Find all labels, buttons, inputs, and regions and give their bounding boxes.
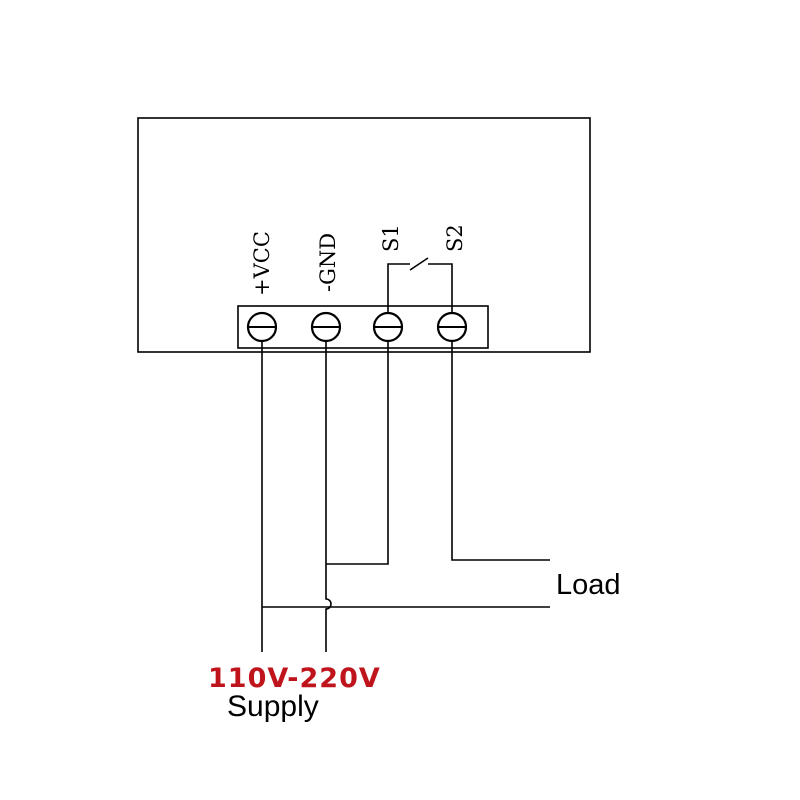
wire-gnd — [325, 341, 332, 652]
supply-label: Supply — [227, 690, 319, 723]
terminal-label-s1: S1 — [379, 224, 403, 252]
terminal-label-s2: S2 — [443, 224, 467, 252]
terminal-label-gnd: -GND — [316, 233, 340, 292]
screw-terminal-gnd[interactable] — [310, 311, 342, 343]
screw-terminal-s1[interactable] — [372, 311, 404, 343]
wire-s1-jumper — [326, 341, 389, 565]
terminal-label-vcc: +VCC — [250, 231, 274, 296]
screw-terminal-vcc[interactable] — [246, 311, 278, 343]
screw-terminal-s2[interactable] — [436, 311, 468, 343]
supply-voltage-label: 110V-220V — [208, 663, 381, 694]
relay-contact-switch — [387, 257, 453, 312]
wire-s2-to-load — [451, 341, 550, 561]
load-label: Load — [556, 569, 621, 601]
